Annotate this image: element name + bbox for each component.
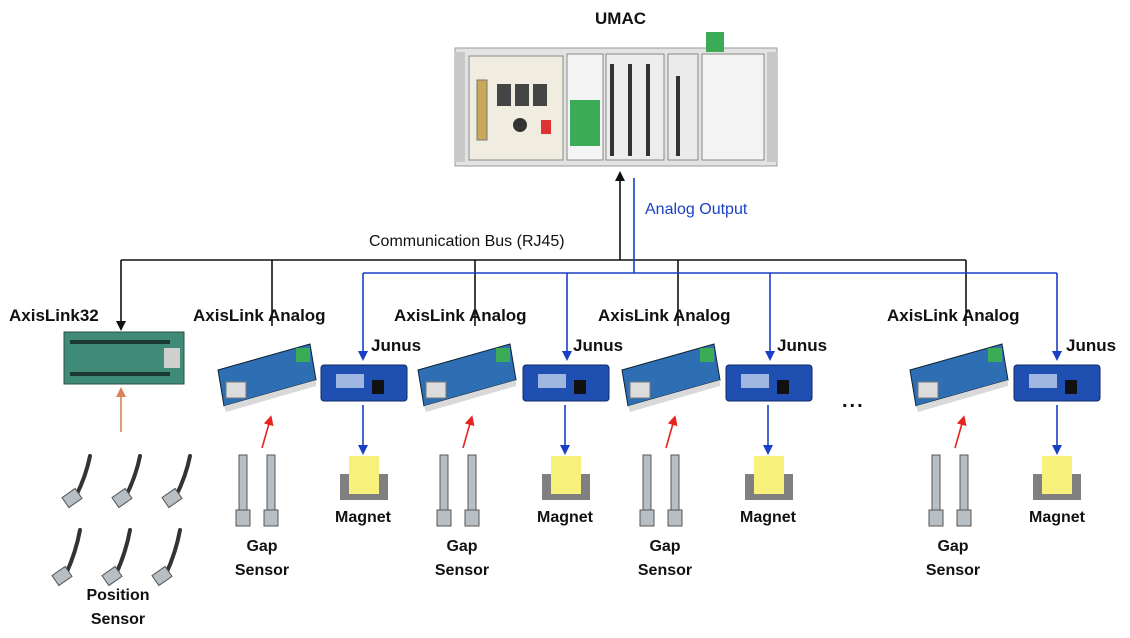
axislink-analog-label: AxisLink Analog [598, 306, 731, 325]
gap-sensor-label-line1: Gap [246, 538, 278, 555]
gap-sensor-signal-arrows [261, 415, 967, 449]
axislink32-board [63, 331, 185, 385]
communication-bus [116, 171, 967, 331]
gap-sensor-label: Gap Sensor [911, 535, 995, 583]
axislink-analog-label: AxisLink Analog [193, 306, 326, 325]
position-sensor-label-line1: Position [86, 587, 150, 604]
gap-sensor-label-line2: Sensor [434, 562, 490, 579]
junus-drive [1013, 364, 1101, 402]
axislink-analog-module [909, 343, 1009, 412]
magnet-icon [542, 456, 590, 500]
magnet-icon [340, 456, 388, 500]
axislink-analog-module [217, 343, 317, 412]
axislink-analog-module [621, 343, 721, 412]
magnet-icon [745, 456, 793, 500]
gap-sensor-label-line2: Sensor [637, 562, 693, 579]
gap-sensor-label: Gap Sensor [623, 535, 707, 583]
umac-title: UMAC [595, 9, 646, 28]
junus-label: Junus [777, 336, 828, 355]
position-sensor-probes [51, 454, 192, 587]
position-sensor-label-line2: Sensor [90, 611, 146, 628]
communication-bus-label: Communication Bus (RJ45) [369, 233, 565, 250]
junus-drive [725, 364, 813, 402]
junus-label: Junus [371, 336, 422, 355]
gap-sensor-probes [235, 454, 972, 527]
magnet-label: Magnet [740, 509, 796, 526]
gap-sensor-label-line1: Gap [649, 538, 681, 555]
gap-sensor-label-line1: Gap [446, 538, 478, 555]
gap-sensor-label-line2: Sensor [234, 562, 290, 579]
junus-drive [320, 364, 408, 402]
junus-drive [522, 364, 610, 402]
magnet-label: Magnet [537, 509, 593, 526]
gap-sensor-label-line2: Sensor [925, 562, 981, 579]
magnet-label: Magnet [335, 509, 391, 526]
magnet-icon [1033, 456, 1081, 500]
junus-label: Junus [1066, 336, 1117, 355]
gap-sensor-label: Gap Sensor [220, 535, 304, 583]
axislink-analog-module [417, 343, 517, 412]
ellipsis: ... [842, 390, 865, 412]
analog-output-lines [358, 178, 1062, 455]
junus-label: Junus [573, 336, 624, 355]
magnet-label: Magnet [1029, 509, 1085, 526]
position-sensor-label: Position Sensor [72, 584, 164, 632]
analog-output-label: Analog Output [645, 201, 748, 218]
gap-sensor-label-line1: Gap [937, 538, 969, 555]
gap-sensor-label: Gap Sensor [420, 535, 504, 583]
axislink-analog-label: AxisLink Analog [394, 306, 527, 325]
umac-rack [454, 32, 778, 167]
axislink32-label: AxisLink32 [9, 306, 99, 325]
axislink-analog-label: AxisLink Analog [887, 306, 1020, 325]
